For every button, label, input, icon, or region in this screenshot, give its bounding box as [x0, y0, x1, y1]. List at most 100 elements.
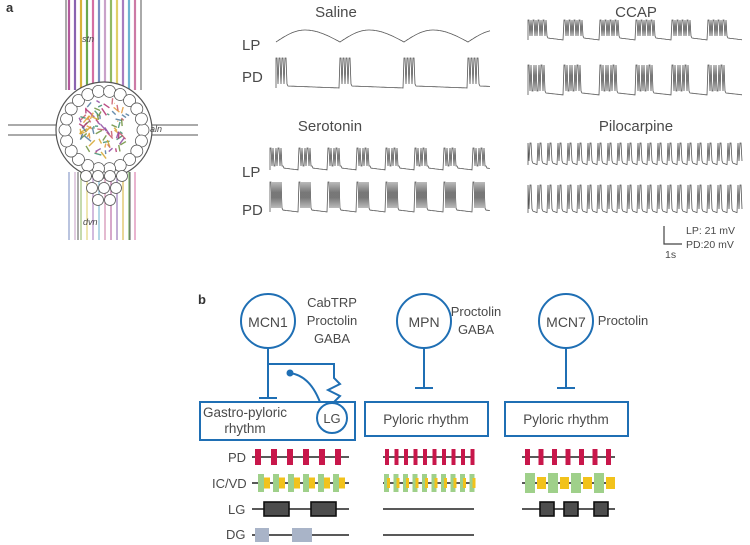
neurite [110, 130, 113, 137]
gp-ic-burst [294, 477, 300, 489]
gp-dg-burst [255, 528, 269, 542]
raster-label-dg: DG [226, 527, 246, 542]
neurite [98, 138, 103, 144]
trace-title-pilocarpine: Pilocarpine [599, 118, 673, 135]
mcn7-rhythm-box [504, 401, 629, 437]
raster-label-pd: PD [228, 450, 246, 465]
neurite [91, 127, 95, 135]
neurite [120, 119, 123, 127]
mcn7-ic-burst [606, 477, 615, 489]
mpn-vd-burst [441, 474, 446, 492]
pilocarpine-pd-trace [527, 184, 743, 214]
soma [60, 134, 73, 148]
neurite [115, 131, 120, 139]
mpn-pd-burst [442, 449, 446, 465]
mpn-pd-burst [461, 449, 465, 465]
soma [113, 159, 127, 172]
mcn1-name: MCN1 [248, 314, 288, 330]
mpn-transmitter-1: Proctolin [451, 304, 502, 319]
gp-pd-burst [255, 449, 261, 465]
mcn7-vd-burst [548, 473, 558, 493]
mpn-ic-burst [396, 478, 400, 488]
panel-b-label: b [198, 292, 206, 307]
gp-pd-burst [287, 449, 293, 465]
neurite [106, 139, 111, 147]
serotonin-lp-trace [269, 147, 491, 171]
neurite [94, 107, 101, 112]
trace-title-serotonin: Serotonin [298, 118, 362, 135]
ccap-pd-trace [527, 64, 743, 96]
soma [135, 112, 148, 126]
mpn-ic-burst [387, 478, 390, 488]
gp-vd-burst [318, 474, 324, 492]
soma [81, 88, 95, 101]
neurite [116, 104, 119, 111]
mcn7-pd-burst [525, 449, 530, 465]
gp-rhythm-line2: rhythm [224, 421, 265, 436]
mpn-vd-burst [431, 474, 437, 492]
trace-title-saline: Saline [315, 4, 357, 21]
neurite [100, 123, 107, 132]
neurite [89, 112, 94, 120]
gp-pd-burst [303, 449, 309, 465]
neurite [104, 143, 107, 148]
mcn7-pd-burst [606, 449, 611, 465]
gp-vd-burst [303, 474, 309, 492]
gp-ic-burst [309, 477, 315, 489]
neurite [91, 116, 99, 121]
soma [136, 123, 150, 137]
mcn7-pd-burst [579, 449, 584, 465]
mcn1-transmitter-1: CabTRP [307, 295, 357, 310]
mpn-vd-burst [422, 474, 427, 492]
soma [72, 153, 85, 166]
gp-pd-burst [271, 449, 277, 465]
mpn-vd-burst [393, 474, 399, 492]
mpn-pd-burst [432, 449, 437, 465]
neurite [87, 118, 92, 123]
gp-vd-burst [333, 474, 339, 492]
mpn-ic-burst [453, 478, 457, 488]
neurite [113, 127, 118, 132]
gp-rhythm-line1: Gastro-pyloric [203, 405, 287, 420]
neurite [106, 113, 110, 116]
serotonin-lp-label: LP [242, 164, 260, 181]
neurite [106, 131, 114, 140]
dvn-soma [104, 170, 116, 182]
mcn7-rhythm: Pyloric rhythm [523, 412, 609, 427]
neurite [80, 128, 88, 133]
mcn7-pd-burst [565, 449, 571, 465]
mpn-ic-burst [444, 478, 447, 488]
lg-name: LG [323, 411, 340, 426]
scale-time: 1s [665, 249, 676, 261]
neurite [84, 126, 92, 133]
gp-lg-burst [310, 501, 337, 517]
neurite [108, 147, 113, 153]
saline-pd-label: PD [242, 69, 263, 86]
dvn-soma [116, 170, 128, 182]
neurite [97, 111, 102, 117]
lg-electrical-coupling [268, 363, 342, 406]
soma [123, 153, 136, 166]
mcn7-vd-burst [571, 473, 581, 493]
mpn-pd-burst [404, 449, 408, 465]
mpn-rhythm-box [364, 401, 489, 437]
soma [64, 102, 78, 116]
neurite [113, 106, 120, 113]
neurite [85, 145, 91, 153]
neurite [118, 137, 125, 145]
serotonin-pd-label: PD [242, 202, 263, 219]
panel-a-label: a [6, 0, 14, 15]
neurite [79, 133, 84, 140]
neurite [95, 147, 102, 153]
mcn1-transmitter-3: GABA [314, 331, 350, 346]
dvn-soma [80, 170, 92, 182]
neurite [118, 144, 121, 152]
neurite [94, 152, 102, 156]
neurite [102, 134, 107, 141]
mcn7-ic-burst [560, 477, 569, 489]
gp-ic-burst [324, 477, 330, 489]
mcn1-transmitter-2: Proctolin [307, 313, 358, 328]
mcn7-lg-burst [539, 501, 555, 517]
mcn7-lg-burst [563, 501, 579, 517]
ganglion-illustration: stn aln dvn [8, 0, 198, 240]
